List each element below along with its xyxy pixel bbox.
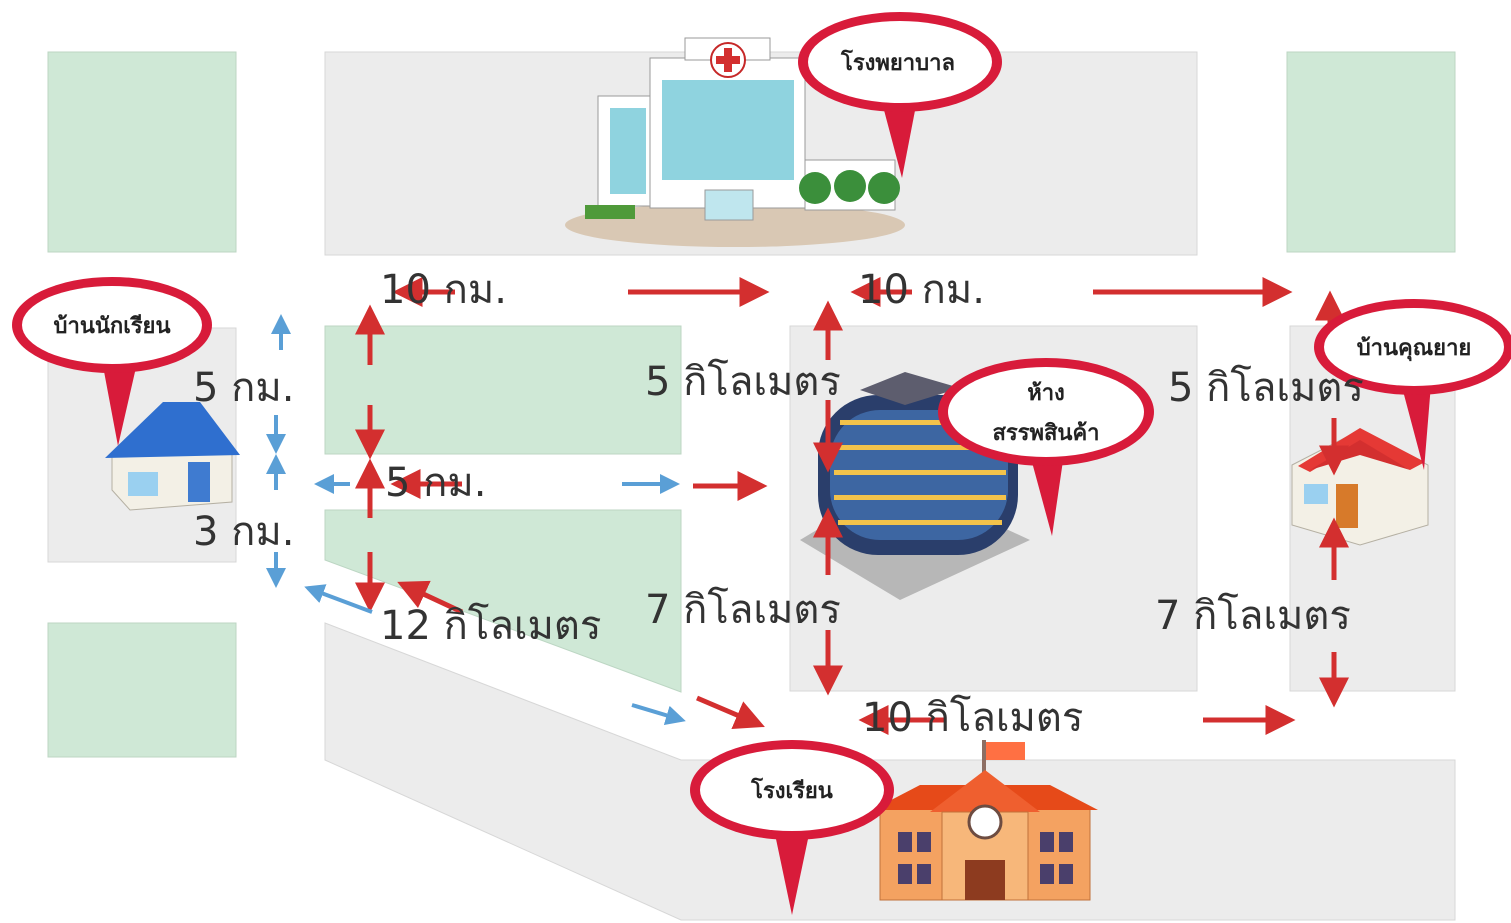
- distance-mall-to-school: 7 กิโลเมตร: [645, 587, 841, 633]
- student-house-icon: [105, 402, 240, 511]
- blue-arrow-diagonal-back: [304, 584, 373, 614]
- arrow-diagonal-back: [397, 580, 464, 615]
- blue-arrow-diagonal-forward: [631, 703, 686, 725]
- mall-pin: ห้าง สรรพสินค้า: [938, 358, 1154, 536]
- distance-grandma-to-bottom: 7 กิโลเมตร: [1155, 593, 1351, 639]
- school-block: [324, 622, 1456, 921]
- distance-diagonal: 12 กิโลเมตร: [380, 603, 602, 649]
- hospital-building-icon: [565, 37, 905, 247]
- green-block-top-left: [47, 51, 237, 253]
- green-block-center-lower: [324, 509, 682, 693]
- mall-building-icon: [800, 372, 1030, 600]
- green-block-top-right: [1286, 51, 1456, 253]
- student-home-pin: บ้านนักเรียน: [12, 277, 212, 446]
- distance-student-up: 5 กม.: [193, 365, 295, 411]
- hospital-pin: โรงพยาบาล: [798, 12, 1002, 178]
- distance-top-right: 10 กม.: [858, 267, 985, 313]
- green-block-bottom-left: [47, 622, 237, 758]
- school-building-icon: [872, 740, 1098, 901]
- mall-label-line1: ห้าง: [1027, 380, 1065, 406]
- school-pin: โรงเรียน: [690, 740, 894, 915]
- red-route-arrows: [355, 277, 1349, 735]
- grandma-home-label: บ้านคุณยาย: [1357, 335, 1472, 362]
- distance-mid-short: 5 กม.: [385, 460, 487, 506]
- distance-bottom: 10 กิโลเมตร: [862, 695, 1084, 741]
- hospital-label: โรงพยาบาล: [840, 49, 955, 76]
- distance-mall-to-grandma-up: 5 กิโลเมตร: [1168, 365, 1364, 411]
- mall-label-line2: สรรพสินค้า: [992, 420, 1099, 446]
- school-label: โรงเรียน: [750, 777, 833, 804]
- student-home-label: บ้านนักเรียน: [54, 313, 171, 339]
- grandma-home-pin: บ้านคุณยาย: [1314, 299, 1511, 470]
- distance-to-mall-up: 5 กิโลเมตร: [645, 359, 841, 405]
- distance-top-left: 10 กม.: [380, 267, 507, 313]
- distance-student-down: 3 กม.: [193, 509, 295, 555]
- arrow-diagonal-forward: [696, 695, 765, 729]
- green-block-center-upper: [324, 325, 682, 455]
- blue-route-arrows: [266, 314, 686, 725]
